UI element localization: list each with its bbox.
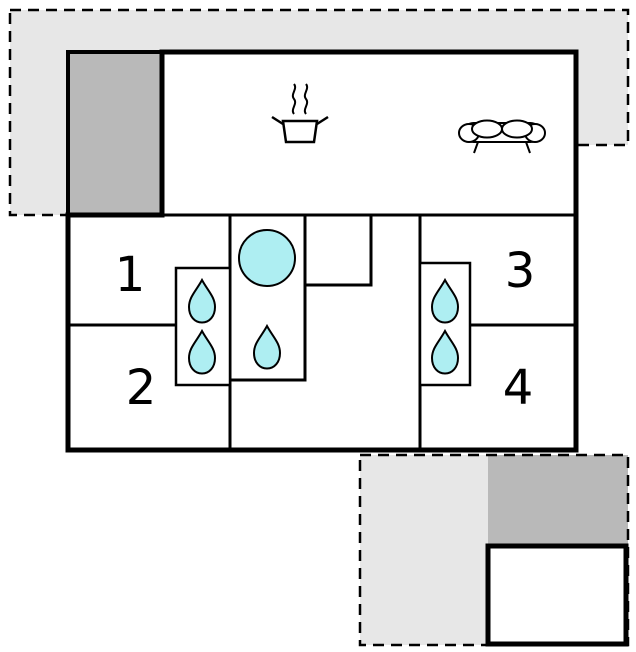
sofa-leg-right — [525, 141, 531, 154]
sofa-leg-left — [473, 141, 479, 154]
pot-body — [281, 119, 319, 144]
stove-pot-icon — [271, 83, 329, 144]
sofa-cushion-right — [501, 119, 533, 139]
covered-area-top-left — [66, 50, 164, 217]
covered-area-bottom-right — [488, 455, 628, 546]
pot-handle-right — [316, 115, 329, 126]
steam-line — [291, 83, 297, 115]
sofa-cushion-left — [471, 119, 503, 139]
room-1-label: 1 — [115, 247, 146, 303]
annex-building — [485, 543, 629, 647]
round-tub-icon — [238, 229, 296, 287]
pot-handle-left — [271, 115, 284, 126]
room-4-label: 4 — [503, 360, 534, 416]
steam-line — [303, 83, 309, 115]
room-2-label: 2 — [126, 360, 157, 416]
closet — [303, 213, 373, 287]
room-3-label: 3 — [505, 243, 536, 299]
sofa-icon — [458, 119, 546, 154]
